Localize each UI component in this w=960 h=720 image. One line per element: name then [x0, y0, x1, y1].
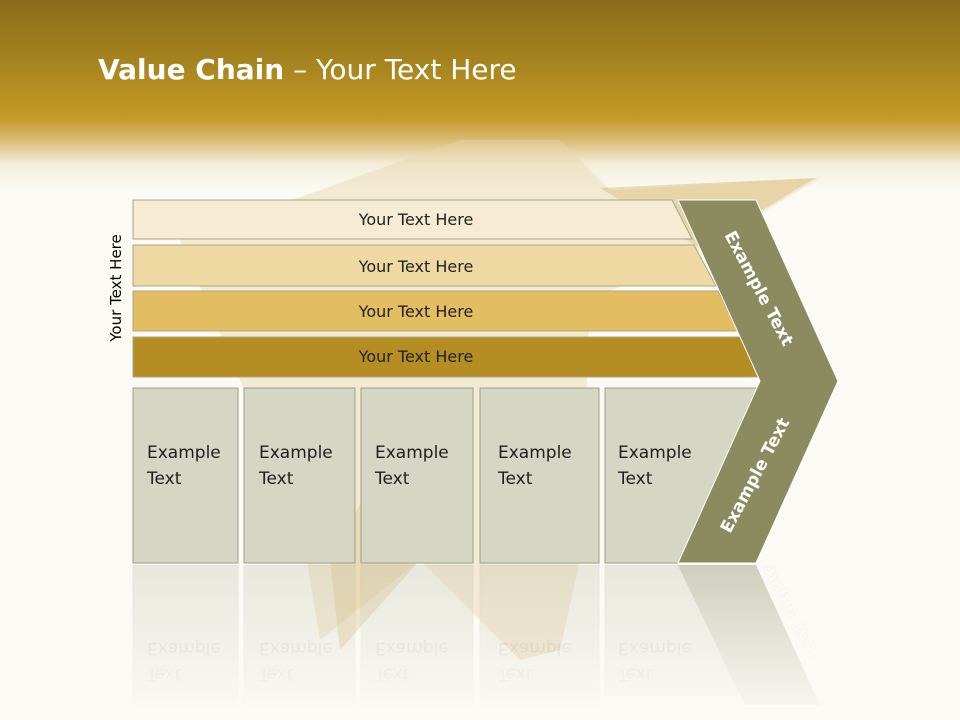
reflection-shapes	[132, 565, 820, 706]
bar-2: Your Text Here	[132, 244, 717, 287]
box-3	[360, 387, 474, 564]
box-1-text: Example Text	[147, 440, 221, 492]
reflection-text-3-line-1: Example	[375, 638, 449, 658]
bar-4-label: Your Text Here	[358, 347, 474, 366]
box-4-text: Example Text	[498, 440, 572, 492]
box-5-line-2: Text	[618, 469, 653, 489]
reflection-text-3: Text Example	[375, 635, 449, 687]
diagram-reflection: Text Example Text Example Text Example T…	[0, 565, 960, 720]
reflection-text-5: Text Example	[618, 635, 692, 687]
reflection-text-4-line-2: Text	[498, 664, 533, 684]
title-bold: Value Chain	[98, 53, 285, 86]
box-1	[132, 387, 239, 564]
reflection-text-2-line-1: Example	[259, 638, 333, 658]
bar-2-label: Your Text Here	[358, 257, 474, 276]
box-3-line-1: Example	[375, 443, 449, 463]
reflection-text-4-line-1: Example	[498, 638, 572, 658]
box-3-text: Example Text	[375, 440, 449, 492]
box-4-line-1: Example	[498, 443, 572, 463]
box-1-line-2: Text	[147, 469, 182, 489]
bar-3-label: Your Text Here	[358, 302, 474, 321]
page-title: Value Chain – Your Text Here	[98, 53, 517, 86]
reflection-text-1-line-1: Example	[147, 638, 221, 658]
reflection-text-2: Text Example	[259, 635, 333, 687]
box-3-line-2: Text	[375, 469, 410, 489]
box-1-line-1: Example	[147, 443, 221, 463]
chevron-arrow: Example Text Example Text	[677, 199, 839, 564]
bar-1-label: Your Text Here	[358, 210, 474, 229]
reflection-text-2-line-2: Text	[259, 664, 294, 684]
box-4	[479, 387, 600, 564]
box-4-line-2: Text	[498, 469, 533, 489]
reflection-text-1: Text Example	[147, 635, 221, 687]
bar-3: Your Text Here	[132, 290, 739, 332]
reflection-text-4: Text Example	[498, 635, 572, 687]
reflection-text-1-line-2: Text	[147, 664, 182, 684]
box-2-line-2: Text	[259, 469, 294, 489]
bar-4: Your Text Here	[132, 336, 763, 378]
box-2-text: Example Text	[259, 440, 333, 492]
box-2-line-1: Example	[259, 443, 333, 463]
box-2	[243, 387, 356, 564]
reflection-text-5-line-2: Text	[618, 664, 653, 684]
box-5-text: Example Text	[618, 440, 692, 492]
box-5-line-1: Example	[618, 443, 692, 463]
bar-1: Your Text Here	[132, 199, 693, 240]
header-band	[0, 0, 960, 190]
reflection-text-3-line-2: Text	[375, 664, 410, 684]
reflection-text-5-line-1: Example	[618, 638, 692, 658]
title-rest: – Your Text Here	[284, 53, 517, 86]
